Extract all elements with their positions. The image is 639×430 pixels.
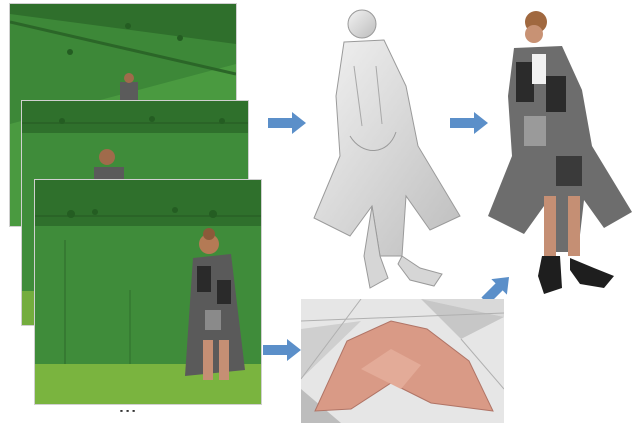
capture-frame-front	[34, 179, 262, 405]
arrow-right-icon	[263, 339, 303, 361]
arrow-right-icon	[268, 112, 308, 134]
rendered-person	[484, 6, 636, 298]
more-frames-ellipsis: ⋮	[116, 402, 130, 418]
reconstructed-mesh	[310, 6, 465, 298]
texture-mesh-panel	[301, 299, 504, 423]
